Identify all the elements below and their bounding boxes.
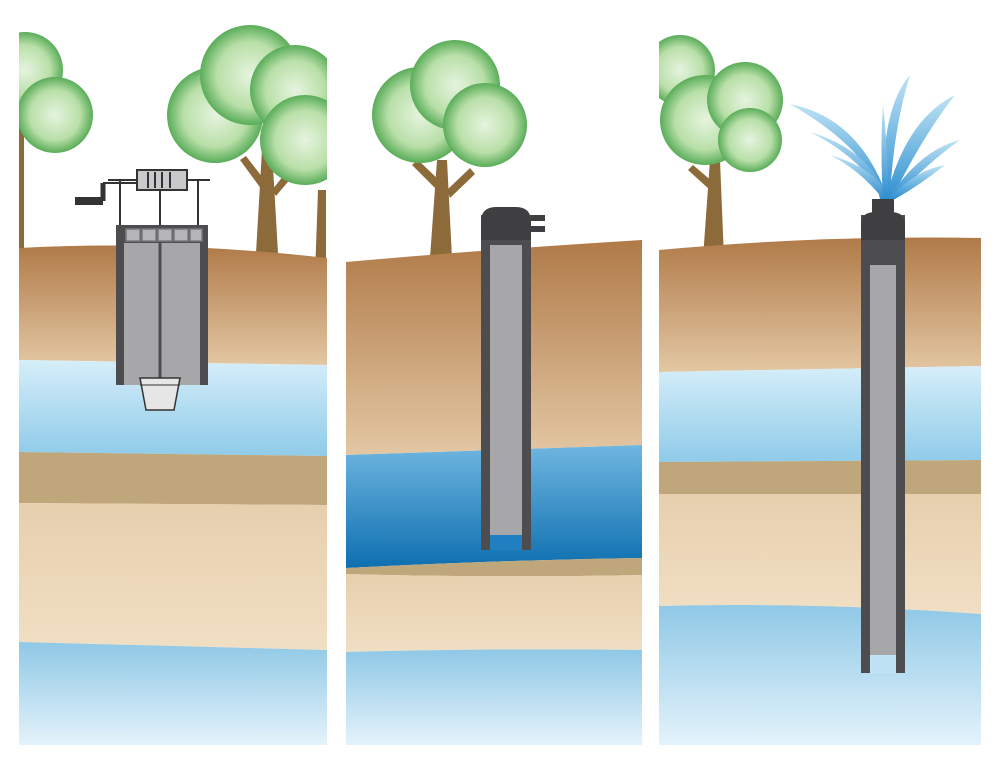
clay-layer	[19, 452, 327, 505]
clay-layer	[346, 558, 642, 577]
tree-icon	[167, 25, 327, 275]
panel-artesian-well	[659, 35, 981, 745]
lower-aquifer	[346, 649, 642, 745]
well-casing-icon	[116, 225, 208, 385]
artesian-aquifer	[659, 605, 981, 745]
upper-aquifer	[659, 366, 981, 462]
tree-icon	[372, 40, 527, 258]
tree-icon	[19, 32, 93, 250]
sand-layer	[346, 574, 642, 652]
clay-layer	[659, 460, 981, 494]
tree-icon	[659, 35, 783, 258]
well-casing-icon	[861, 199, 905, 673]
bucket-icon	[139, 377, 181, 411]
topsoil-layer	[659, 237, 981, 372]
sand-layer	[659, 494, 981, 614]
well-casing-icon	[481, 207, 545, 550]
sand-layer	[19, 503, 327, 650]
water-jet-icon	[790, 75, 960, 199]
lower-aquifer	[19, 642, 327, 745]
panel-dug-well	[19, 25, 327, 745]
panel-drilled-well	[346, 40, 642, 745]
